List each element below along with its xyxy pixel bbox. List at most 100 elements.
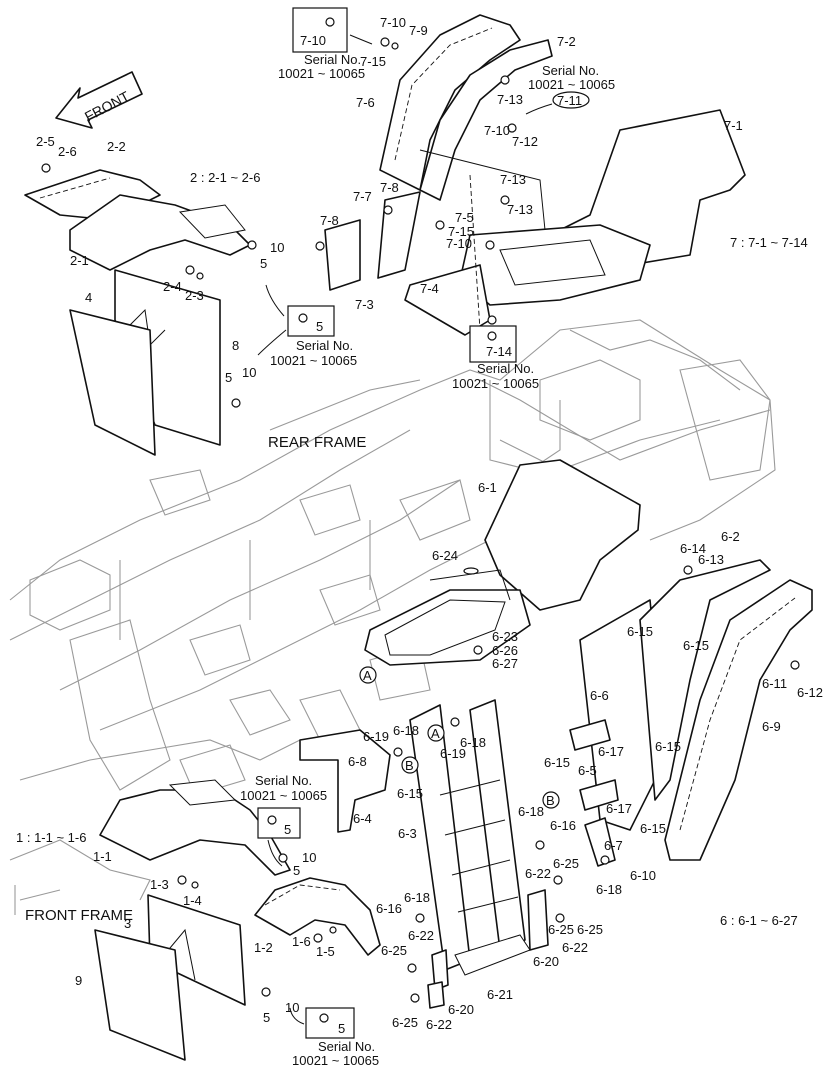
part-number: 3: [124, 916, 131, 931]
bolt-icon: [790, 660, 800, 670]
svg-text:B: B: [546, 793, 555, 808]
part-number: 6-11: [762, 676, 787, 691]
part-number: 6-21: [487, 987, 513, 1002]
part-number: 6-16: [550, 818, 576, 833]
bolt-icon: [553, 875, 563, 885]
part-number: 6-4: [353, 811, 372, 826]
part-number: 7-9: [409, 23, 428, 38]
part-number: 6-25: [577, 922, 603, 937]
part-number: 6-6: [590, 688, 609, 703]
boxed-callout: 5: [316, 319, 323, 334]
bolt-icon: [407, 963, 417, 973]
reference-letter-b: B: [401, 756, 419, 774]
bolt-icon: [555, 913, 565, 923]
bolt-icon: [278, 853, 288, 863]
part-number: 6-15: [627, 624, 653, 639]
bolt-icon: [393, 747, 403, 757]
part-number: 6-12: [797, 685, 823, 700]
group-6-range: 6 : 6-1 ~ 6-27: [720, 913, 798, 928]
washer-icon: [329, 926, 337, 934]
bolt-icon: [410, 993, 420, 1003]
part-number: 7-2: [557, 34, 576, 49]
part-number: 6-18: [404, 890, 430, 905]
part-number: 6-7: [604, 838, 623, 853]
part-number: 6-22: [562, 940, 588, 955]
fender-assembly-2: [24, 163, 257, 456]
bolt-icon: [600, 855, 610, 865]
serial-callout-6: 5 Serial No. 10021 ~ 10065: [289, 1007, 379, 1068]
part-number: 6-22: [525, 866, 551, 881]
svg-text:B: B: [405, 758, 414, 773]
part-number: 10: [242, 365, 256, 380]
bolt-icon: [177, 875, 187, 885]
part-number: 6-17: [598, 744, 624, 759]
part-number: 6-25: [392, 1015, 418, 1030]
serial-title: Serial No.: [255, 773, 312, 788]
part-number: 7-15: [448, 224, 474, 239]
part-number: 6-18: [460, 735, 486, 750]
bolt-icon: [313, 933, 323, 943]
part-number: 6-18: [596, 882, 622, 897]
part-number: 2-3: [185, 288, 204, 303]
boxed-callout: 7-14: [486, 344, 512, 359]
bolt-icon: [231, 398, 241, 408]
serial-callout-3: 5 Serial No. 10021 ~ 10065: [257, 284, 357, 368]
part-number: 6-20: [533, 954, 559, 969]
group-1-range: 1 : 1-1 ~ 1-6: [16, 830, 86, 845]
serial-callout-5: Serial No. 10021 ~ 10065 5: [240, 773, 327, 867]
bolt-icon: [380, 37, 390, 47]
serial-title: Serial No.: [542, 63, 599, 78]
serial-title: Serial No.: [477, 361, 534, 376]
part-number: 8: [232, 338, 239, 353]
part-number: 6-19: [363, 729, 389, 744]
part-number: 6-25: [381, 943, 407, 958]
part-number: 6-17: [606, 801, 632, 816]
bolt-icon: [487, 315, 497, 325]
serial-range: 10021 ~ 10065: [278, 66, 365, 81]
chassis-frame-outline: [9, 319, 776, 915]
group-2-range: 2 : 2-1 ~ 2-6: [190, 170, 260, 185]
part-number: 1-4: [183, 893, 202, 908]
part-number: 6-19: [440, 746, 466, 761]
part-number: 2-6: [58, 144, 77, 159]
part-number: 6-10: [630, 868, 656, 883]
serial-callout-1: 7-10 Serial No. 10021 ~ 10065: [278, 7, 373, 81]
part-number: 6-15: [655, 739, 681, 754]
bolt-icon: [261, 987, 271, 997]
part-number: 6-25: [548, 922, 574, 937]
part-number: 6-2: [721, 529, 740, 544]
part-number: 10: [302, 850, 316, 865]
part-number: 6-5: [578, 763, 597, 778]
part-number: 6-15: [683, 638, 709, 653]
part-number: 10: [270, 240, 284, 255]
part-number: 6-15: [397, 786, 423, 801]
part-number: 7-10: [446, 236, 472, 251]
part-number: 7-8: [320, 213, 339, 228]
part-number: 1-6: [292, 934, 311, 949]
boxed-callout: 7-10: [300, 33, 326, 48]
part-number: 6-13: [698, 552, 724, 567]
part-number: 7-10: [380, 15, 406, 30]
bolt-icon: [473, 645, 483, 655]
bolt-icon: [415, 913, 425, 923]
step-assembly-6: [299, 459, 813, 1009]
bolt-icon: [535, 840, 545, 850]
front-direction-arrow: FRONT: [55, 71, 143, 129]
part-number: 5: [293, 863, 300, 878]
part-number: 9: [75, 973, 82, 988]
step-assembly-7: [315, 14, 746, 336]
part-number: 5: [263, 1010, 270, 1025]
part-number: 7-15: [360, 54, 386, 69]
serial-title: Serial No.: [296, 338, 353, 353]
part-number: 7-13: [500, 172, 526, 187]
part-number: 6-25: [553, 856, 579, 871]
part-number: 7-13: [507, 202, 533, 217]
serial-range: 10021 ~ 10065: [292, 1053, 379, 1068]
bolt-icon: [41, 163, 51, 173]
bolt-icon: [450, 717, 460, 727]
part-number: 2-5: [36, 134, 55, 149]
part-number: 5: [260, 256, 267, 271]
washer-icon: [196, 272, 204, 280]
